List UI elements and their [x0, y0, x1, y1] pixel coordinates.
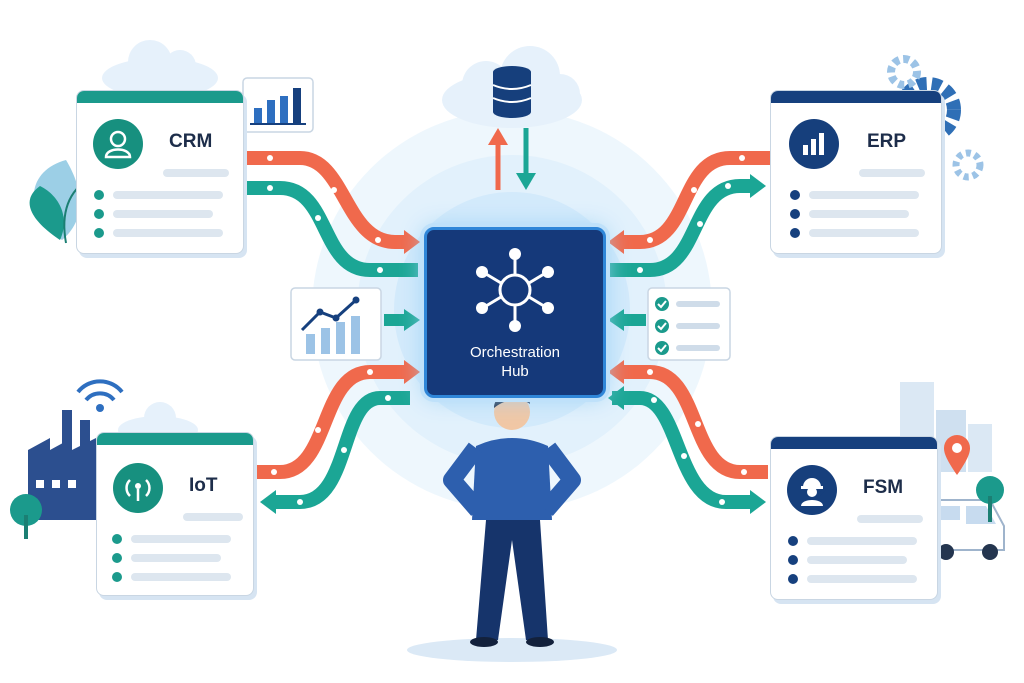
iot-subtitle-line [183, 513, 243, 521]
flow-checklist-to-hub [608, 309, 646, 331]
hub-label: Orchestration Hub [427, 343, 603, 381]
flow-erp-to-hub [608, 151, 770, 254]
bar-chart-icon [789, 119, 839, 169]
flow-fsm-to-hub [608, 386, 766, 514]
tree-decoration-left [10, 494, 42, 539]
bar-chart-widget [242, 77, 314, 133]
database-icon [492, 66, 532, 118]
flow-iot-to-hub [252, 360, 420, 479]
crm-card[interactable]: CRM [76, 90, 244, 254]
fsm-detail-list [788, 536, 917, 584]
flow-hub-to-iot [260, 391, 410, 514]
flow-chart-to-hub [384, 309, 420, 331]
crm-subtitle-line [163, 169, 229, 177]
user-icon [93, 119, 143, 169]
erp-title: ERP [867, 131, 907, 152]
fsm-title: FSM [863, 477, 904, 498]
crm-detail-list [94, 190, 223, 238]
crm-card-header-bar [77, 91, 243, 103]
erp-detail-list [790, 190, 919, 238]
flow-hub-to-crm [242, 181, 418, 277]
checklist-widget [647, 287, 731, 361]
flow-crm-to-hub [242, 151, 420, 254]
iot-card[interactable]: IoT [96, 432, 254, 596]
erp-subtitle-line [859, 169, 925, 177]
iot-detail-list [112, 534, 231, 582]
crm-title: CRM [169, 131, 213, 152]
antenna-signal-icon [113, 463, 163, 513]
line-chart-widget [290, 287, 382, 361]
cloud-decoration-left [102, 40, 218, 98]
location-pin-icon [944, 435, 970, 475]
iot-card-header-bar [97, 433, 253, 445]
hub-label-line1: Orchestration [469, 344, 561, 361]
floor-shadow [407, 638, 617, 662]
leaf-decoration [29, 160, 91, 244]
network-hub-icon [476, 248, 554, 332]
fsm-card-header-bar [771, 437, 937, 449]
flow-hub-to-erp [606, 174, 766, 277]
database-sync-arrows [488, 128, 536, 190]
tree-decoration-right [976, 476, 1004, 522]
flow-hub-to-fsm [608, 360, 768, 479]
technician-wrench-icon [787, 465, 837, 515]
factory-icon [28, 410, 96, 520]
wifi-icon [76, 379, 124, 412]
orchestration-hub[interactable]: Orchestration Hub [424, 227, 606, 398]
service-van-icon [929, 499, 1005, 560]
fsm-card[interactable]: FSM [770, 436, 938, 600]
hub-label-line2: Hub [501, 363, 529, 380]
iot-title: IoT [189, 475, 218, 496]
erp-card[interactable]: ERP [770, 90, 942, 254]
fsm-subtitle-line [857, 515, 923, 523]
erp-card-header-bar [771, 91, 941, 103]
